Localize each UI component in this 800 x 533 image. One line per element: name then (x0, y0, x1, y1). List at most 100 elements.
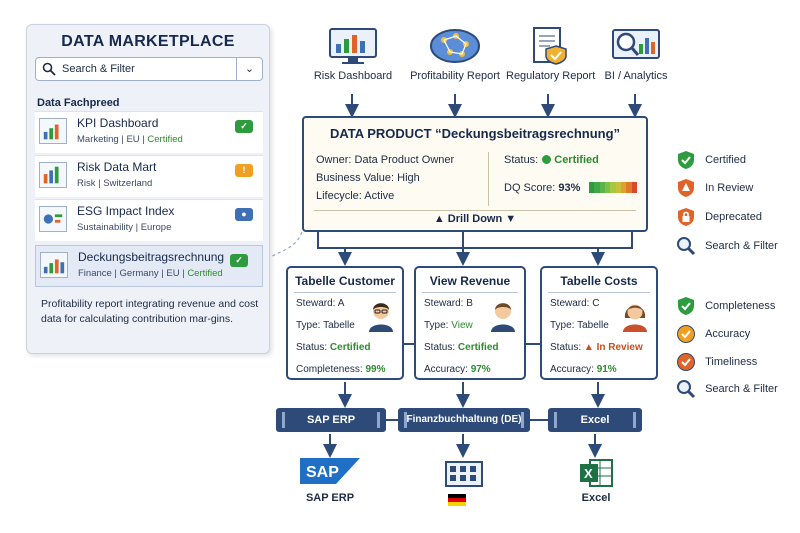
status-dot-icon (542, 155, 552, 164)
svg-text:X: X (584, 466, 593, 481)
source-bar-excel[interactable]: Excel (548, 408, 642, 432)
monitor-chart-icon (329, 28, 377, 64)
search-icon (42, 62, 56, 76)
marketplace-item-deckungsbeitragsrechnung[interactable]: Deckungsbeitragsrechnung Finance | Germa… (35, 245, 263, 287)
consumer-bi-analytics[interactable]: BI / Analytics (596, 26, 676, 82)
consumer-regulatory-report[interactable]: Regulatory Report (506, 26, 596, 82)
table-title: Tabelle Costs (560, 274, 638, 288)
source-label-excel: Excel (581, 492, 611, 504)
legend-item-search-filter[interactable]: Search & Filter (676, 236, 778, 256)
drill-down-button[interactable]: ▲ Drill Down ▼ (433, 213, 517, 225)
item-meta: Risk | Switzerland (77, 178, 153, 189)
metric-field: Accuracy: 91% (550, 364, 617, 375)
status-value: Certified (554, 154, 599, 166)
lock-badge-icon: ● (235, 208, 253, 221)
svg-text:SAP: SAP (306, 464, 339, 481)
consumer-label: BI / Analytics (604, 70, 668, 82)
legend-item-completeness: Completeness (676, 296, 775, 316)
business-value-text: Business Value: High (316, 172, 420, 184)
legend-item-deprecated: Deprecated (676, 207, 762, 227)
marketplace-title: DATA MARKETPLACE (61, 33, 235, 50)
table-card-revenue[interactable]: View Revenue Steward: B Type: View Statu… (414, 266, 526, 380)
consumer-label: Profitability Report (410, 70, 500, 82)
metric-field: Completeness: 99% (296, 364, 386, 375)
check-circle-icon (677, 353, 695, 371)
status-field: Status: Certified (296, 342, 371, 353)
item-name: KPI Dashboard (77, 116, 159, 130)
legend-item-certified: Certified (676, 150, 746, 170)
item-meta: Marketing | EU | Certified (77, 134, 183, 145)
item-name: Risk Data Mart (77, 160, 157, 174)
divider (314, 210, 636, 211)
check-shield-icon (678, 297, 694, 315)
table-card-costs[interactable]: Tabelle Costs Steward: C Type: Tabelle S… (540, 266, 658, 380)
lock-shield-icon (678, 208, 694, 226)
item-name: Deckungsbeitragsrechnung (78, 250, 225, 264)
check-shield-icon (678, 151, 694, 169)
table-title: Tabelle Customer (295, 274, 395, 288)
avatar-male-icon (491, 303, 515, 332)
steward-text: Steward: C (550, 298, 600, 309)
check-circle-icon (677, 325, 695, 343)
section-label: Data Fachpreed (37, 97, 120, 109)
alert-shield-icon (678, 179, 694, 197)
search-placeholder: Search & Filter (62, 63, 135, 75)
bar-chart-thumbnail-icon (39, 162, 67, 188)
table-title: View Revenue (429, 274, 511, 288)
source-bar-sap-erp[interactable]: SAP ERP (276, 408, 386, 432)
avatar-male-icon (369, 303, 393, 332)
data-marketplace-panel: DATA MARKETPLACE Search & Filter ⌄ Data … (26, 24, 270, 354)
certified-badge-icon: ✓ (235, 120, 253, 133)
data-product-card[interactable]: DATA PRODUCT “Deckungsbeitragsrechnung” … (302, 116, 648, 232)
marketplace-item-risk-data-mart[interactable]: Risk Data Mart Risk | Switzerland ! (35, 155, 263, 197)
dq-score-field: DQ Score: 93% (504, 182, 581, 194)
certified-badge-icon: ✓ (230, 254, 248, 267)
legend-item-accuracy: Accuracy (676, 324, 750, 344)
search-icon (677, 237, 696, 256)
search-icon (677, 380, 696, 399)
marketplace-item-kpi-dashboard[interactable]: KPI Dashboard Marketing | EU | Certified… (35, 111, 263, 153)
table-card-customer[interactable]: Tabelle Customer Steward: A Type: Tabell… (286, 266, 404, 380)
consumer-risk-dashboard[interactable]: Risk Dashboard (312, 26, 394, 82)
steward-text: Steward: A (296, 298, 345, 309)
steward-text: Steward: B (424, 298, 473, 309)
chevron-down-icon[interactable]: ⌄ (236, 58, 262, 80)
warning-icon: ▲ (583, 342, 594, 353)
divider (488, 152, 489, 206)
item-meta: Sustainability | Europe (77, 222, 172, 233)
source-bar-finanzbuchhaltung[interactable]: Finanzbuchhaltung (DE) (398, 408, 530, 432)
type-field: Type: Tabelle (296, 320, 355, 331)
item-name: ESG Impact Index (77, 204, 175, 218)
excel-logo-icon: X (580, 459, 613, 487)
arrow-up-icon: ▲ (433, 213, 445, 225)
legend-item-in-review: In Review (676, 178, 753, 198)
warning-badge-icon: ! (235, 164, 253, 177)
search-field[interactable]: Search & Filter ⌄ (35, 57, 263, 81)
dq-score-bar (589, 182, 637, 193)
consumer-label: Risk Dashboard (313, 70, 393, 82)
magnifier-chart-icon (612, 29, 660, 59)
brain-network-icon (430, 29, 480, 63)
legend-item-timeliness: Timeliness (676, 352, 757, 372)
arrow-down-icon: ▼ (505, 213, 517, 225)
metric-field: Accuracy: 97% (424, 364, 491, 375)
item-description: Profitability report integrating revenue… (41, 298, 259, 325)
building-icon (445, 461, 483, 506)
marketplace-item-esg-impact-index[interactable]: ESG Impact Index Sustainability | Europe… (35, 199, 263, 241)
type-field: Type: View (424, 320, 473, 331)
status-field: Status:Certified (504, 154, 599, 166)
consumer-profitability-report[interactable]: Profitability Report (404, 26, 506, 82)
legend-item-search-filter[interactable]: Search & Filter (676, 379, 778, 399)
sap-logo-icon: SAP (300, 458, 360, 484)
status-field: Status: Certified (424, 342, 499, 353)
avatar-female-icon (623, 304, 647, 332)
status-field: Status: ▲ In Review (550, 342, 643, 353)
dashboard-thumbnail-icon (39, 206, 67, 232)
dq-score-value: 93% (558, 182, 581, 194)
consumer-label: Regulatory Report (506, 70, 596, 82)
source-label-sap-erp: SAP ERP (305, 492, 355, 504)
lifecycle-text: Lifecycle: Active (316, 190, 395, 202)
owner-text: Owner: Data Product Owner (316, 154, 455, 166)
data-product-title: DATA PRODUCT “Deckungsbeitragsrechnung” (329, 126, 621, 141)
